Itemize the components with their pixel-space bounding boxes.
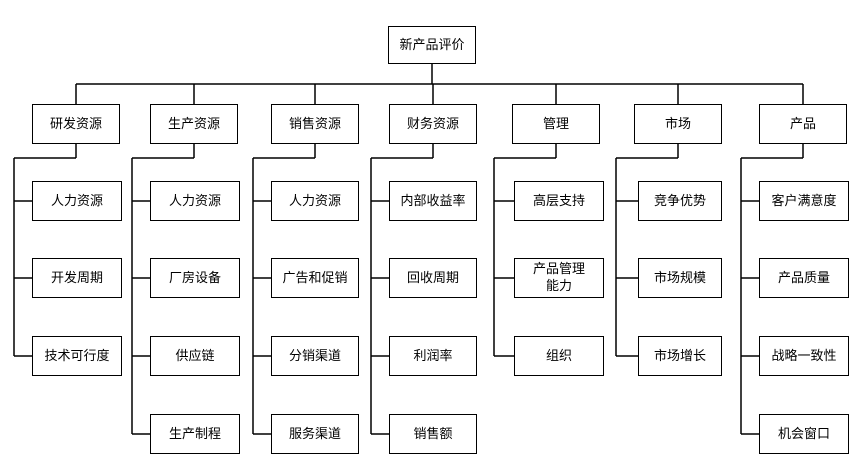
branch-node: 销售资源 <box>271 104 359 144</box>
leaf-node: 广告和促销 <box>271 258 359 298</box>
leaf-node: 人力资源 <box>150 181 240 221</box>
leaf-node: 销售额 <box>389 414 477 454</box>
branch-node: 管理 <box>512 104 600 144</box>
leaf-node: 竞争优势 <box>638 181 722 221</box>
leaf-node: 组织 <box>514 336 604 376</box>
leaf-node: 客户满意度 <box>759 181 849 221</box>
leaf-node: 内部收益率 <box>389 181 477 221</box>
leaf-node: 生产制程 <box>150 414 240 454</box>
leaf-node: 市场增长 <box>638 336 722 376</box>
leaf-node: 厂房设备 <box>150 258 240 298</box>
leaf-node: 高层支持 <box>514 181 604 221</box>
branch-node: 市场 <box>634 104 722 144</box>
branch-node: 生产资源 <box>150 104 238 144</box>
branch-node: 研发资源 <box>32 104 120 144</box>
leaf-node: 人力资源 <box>32 181 122 221</box>
root-node: 新产品评价 <box>388 26 476 64</box>
leaf-node: 分销渠道 <box>271 336 359 376</box>
leaf-node: 人力资源 <box>271 181 359 221</box>
leaf-node: 机会窗口 <box>759 414 849 454</box>
leaf-node: 服务渠道 <box>271 414 359 454</box>
leaf-node: 市场规模 <box>638 258 722 298</box>
leaf-node: 开发周期 <box>32 258 122 298</box>
leaf-node: 利润率 <box>389 336 477 376</box>
branch-node: 财务资源 <box>389 104 477 144</box>
leaf-node: 产品质量 <box>759 258 849 298</box>
leaf-node: 技术可行度 <box>32 336 122 376</box>
leaf-node: 回收周期 <box>389 258 477 298</box>
leaf-node: 供应链 <box>150 336 240 376</box>
leaf-node: 产品管理 能力 <box>514 258 604 298</box>
branch-node: 产品 <box>759 104 847 144</box>
leaf-node: 战略一致性 <box>759 336 849 376</box>
